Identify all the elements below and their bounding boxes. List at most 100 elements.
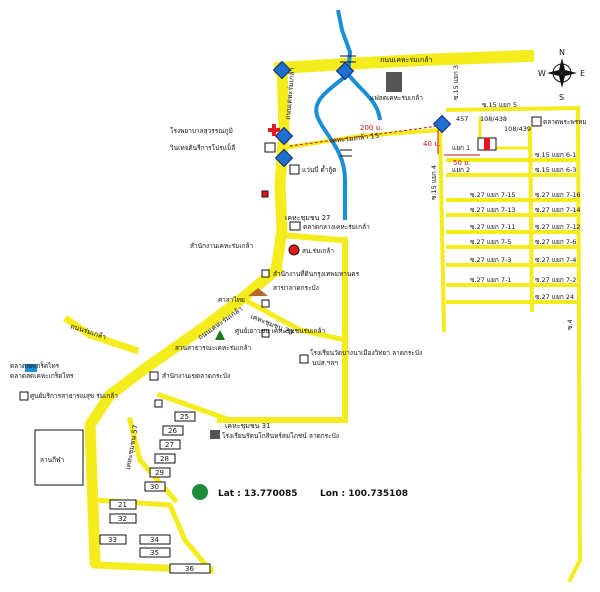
junction-markers — [272, 60, 452, 168]
svg-text:ซ.27 แยก 7-4: ซ.27 แยก 7-4 — [535, 256, 576, 264]
svg-text:ซ.15 แยก 6-1: ซ.15 แยก 6-1 — [535, 151, 576, 159]
latitude-label: Lat : 13.770085 — [218, 489, 298, 499]
place-fresh-market: ตลาดสดเกร็ดไทร — [10, 361, 60, 370]
place-post: สน.ร่มเกล้า — [302, 247, 334, 255]
place-clinic: วินเทจต้นรีการโปรแม็ลี — [170, 143, 236, 152]
svg-text:34: 34 — [150, 536, 159, 544]
svg-text:ซ.27 แยก 7-13: ซ.27 แยก 7-13 — [470, 206, 516, 214]
sport-field-label: ลานกีฬา — [40, 456, 64, 464]
compass-s: S — [559, 93, 564, 102]
office-icon — [261, 269, 270, 278]
road-label-keha15: เคหะร่มเกล้า 15 — [329, 132, 379, 145]
distance-markers: 200 ม. 40 ม. 50 ม. — [289, 124, 480, 167]
road-label-top: ถนนเคหะร่มเกล้า — [380, 56, 433, 64]
svg-text:27: 27 — [165, 441, 174, 449]
place-community-office: สาขาลาดกระบัง — [273, 284, 319, 292]
place-note: นปส.ฯลฯ — [312, 359, 338, 367]
hospital-icon — [268, 124, 280, 136]
svg-text:36: 36 — [185, 565, 194, 573]
place-park: สวนสาธารณะเคหะร่มเกล้า — [175, 344, 252, 352]
svg-text:ซ.27 แยก 7-1: ซ.27 แยก 7-1 — [470, 276, 511, 284]
svg-text:32: 32 — [118, 515, 127, 523]
svg-text:28: 28 — [160, 455, 169, 463]
clinic-icon — [264, 142, 276, 153]
landmarks — [19, 72, 542, 500]
svg-text:ซ.27 แยก 7-14: ซ.27 แยก 7-14 — [535, 206, 581, 214]
school-icon — [299, 354, 309, 364]
svg-text:26: 26 — [168, 427, 177, 435]
gas-icon — [261, 190, 269, 198]
svg-text:ซ.15 แยก 6-3: ซ.15 แยก 6-3 — [535, 166, 576, 174]
svg-text:ซ.15 แยก 3: ซ.15 แยก 3 — [452, 65, 460, 100]
house-label-2: 108/438 — [480, 115, 507, 123]
soi-labels: ซ.15 แยก 5 แยก 1 แยก 2 ซ.15 แยก 6-1 ซ.15… — [430, 65, 581, 330]
flats-icon — [386, 72, 402, 92]
longitude-label: Lon : 100.735108 — [320, 489, 408, 499]
place-keha-office: สำนักงานเคหะร่มเกล้า — [190, 242, 254, 250]
numbered-blocks: 25 26 27 28 29 30 21 32 33 34 35 36 — [99, 411, 211, 574]
compass-w: W — [538, 69, 546, 78]
shrine-icon — [248, 288, 268, 296]
market-icon — [531, 116, 542, 127]
svg-text:ซ.27 แยก 7-2: ซ.27 แยก 7-2 — [535, 276, 576, 284]
school-noi-icon — [149, 371, 159, 381]
house-label-3: 108/439 — [504, 125, 531, 133]
shop-icon — [289, 164, 300, 175]
keha-market-icon — [289, 221, 301, 231]
svg-text:ซ.15 แยก 5: ซ.15 แยก 5 — [482, 101, 517, 109]
svg-text:ซ.27 แยก 7-16: ซ.27 แยก 7-16 — [535, 191, 581, 199]
location-pin-icon — [192, 484, 208, 500]
place-fresh-market2: ตลาดสดเคหะเกร็ดไทร — [10, 371, 74, 380]
place-flats: แฟลตเคหะร่มเกล้า — [370, 94, 423, 102]
place-bkk-school: โรงเรียนวัดบางนาเมืองวิทยา ลาดกระบัง — [310, 349, 422, 357]
fresh-market-icon — [25, 364, 37, 372]
bridge-markers — [340, 55, 356, 157]
place-school-bottom: โรงเรียนรัตนโกสินทร์สมโภชน์ ลาดกระบัง — [222, 432, 339, 440]
place-baan-bua: แว่นบี่ ต้ำกู้ด — [302, 165, 337, 174]
big-block — [34, 429, 84, 486]
distance-40: 40 ม. — [423, 140, 441, 148]
place-keha-market: ตลาดกลางเคหะร่มเกล้า — [303, 223, 370, 231]
distance-200: 200 ม. — [360, 124, 382, 132]
svg-text:ซ.27 แยก 7-12: ซ.27 แยก 7-12 — [535, 223, 581, 231]
svg-text:29: 29 — [155, 469, 164, 477]
distance-50: 50 ม. — [453, 159, 471, 167]
place-bangkok-office: สำนักงานที่ดินกรุงเทพมหานคร — [273, 269, 360, 278]
house-label-1: 457 — [456, 115, 468, 123]
road-label-keha27: เคหะชุมชน 27 — [285, 214, 330, 222]
svg-text:30: 30 — [150, 483, 159, 491]
svg-text:ซ.27 แยก 24: ซ.27 แยก 24 — [535, 293, 574, 301]
road-label-side: ถนนร่มเกล้า — [69, 322, 107, 341]
tree-icon — [215, 330, 225, 340]
office3-icon — [261, 329, 270, 338]
place-school-noi: สำนักงานเขตลาดกระบัง — [162, 372, 230, 380]
school2-icon — [210, 430, 220, 439]
health-icon — [19, 391, 29, 401]
svg-text:35: 35 — [150, 549, 159, 557]
place-hospital: โรงพยาบาลสุวรรณภูมิ — [170, 127, 233, 135]
svg-text:ซ.4: ซ.4 — [566, 319, 574, 330]
svg-text:ซ.27 แยก 7-11: ซ.27 แยก 7-11 — [470, 223, 516, 231]
compass-n: N — [559, 48, 565, 57]
place-market: ตลาดพระพรหม — [543, 118, 587, 126]
target-house: 457 108/438 108/439 — [456, 115, 531, 151]
place-shrine: ศาลาไทย — [218, 296, 245, 304]
svg-text:ซ.27 แยก 7-6: ซ.27 แยก 7-6 — [535, 238, 576, 246]
office2-icon — [261, 299, 270, 308]
post-icon — [288, 244, 300, 256]
compass-e: E — [580, 69, 585, 78]
svg-text:ซ.27 แยก 7-15: ซ.27 แยก 7-15 — [470, 191, 516, 199]
svg-text:แยก 2: แยก 2 — [452, 166, 470, 174]
svg-text:แยก 1: แยก 1 — [452, 144, 470, 152]
place-health: ศูนย์บริการสาธารณสุข ร่มเกล้า — [30, 392, 118, 400]
road-network — [63, 49, 583, 583]
svg-text:ซ.27 แยก 7-3: ซ.27 แยก 7-3 — [470, 256, 511, 264]
svg-text:ซ.27 แยก 7-5: ซ.27 แยก 7-5 — [470, 238, 511, 246]
compass: N S W E — [538, 48, 585, 102]
road-label-keha31: เคหะชุมชน 31 — [225, 422, 270, 430]
svg-text:ซ.15 แยก 4: ซ.15 แยก 4 — [430, 165, 438, 200]
svg-text:21: 21 — [118, 501, 127, 509]
sport-icon — [154, 399, 163, 408]
canals — [314, 9, 382, 220]
